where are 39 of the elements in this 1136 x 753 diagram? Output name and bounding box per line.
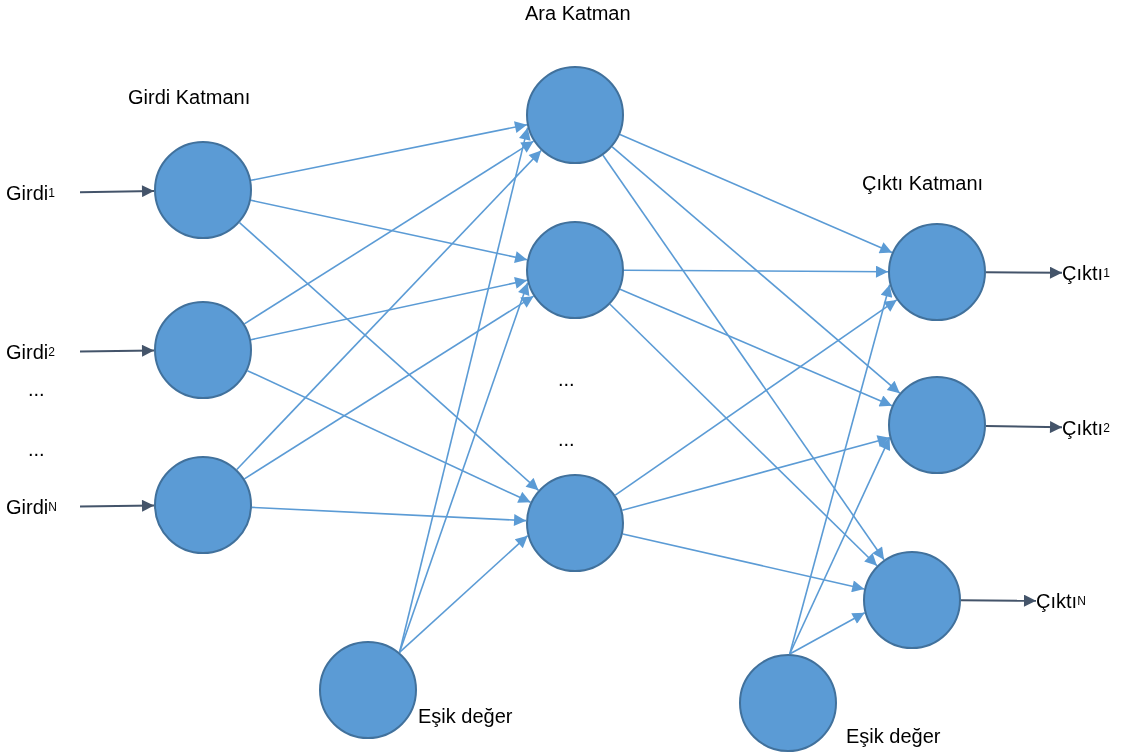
arrow [243, 140, 535, 325]
arrow [609, 303, 878, 567]
layer-label: Girdi Katmanı [128, 86, 251, 109]
arrow [621, 533, 866, 593]
arrow [788, 436, 891, 655]
arrow [602, 154, 885, 561]
arrow [788, 611, 866, 655]
arrow [238, 221, 540, 492]
arrow [250, 199, 528, 264]
caption-text: Eşik değer [418, 705, 513, 728]
arrow [243, 295, 535, 480]
layer-label: ... [28, 438, 45, 461]
arrow [788, 283, 893, 655]
caption-text: Eşik değer [846, 725, 941, 748]
arrow [985, 421, 1063, 434]
arrow [960, 594, 1037, 607]
arrow [79, 344, 155, 357]
layer-label: Çıktı Katmanı [862, 172, 984, 195]
arrow [250, 121, 528, 182]
arrow [398, 281, 530, 654]
arrow [398, 534, 529, 654]
arrow [79, 499, 155, 512]
arrow [251, 506, 527, 527]
arrow [614, 299, 898, 496]
arrow [985, 266, 1063, 279]
arrow [79, 185, 155, 198]
layer-label: ... [558, 368, 575, 391]
arrow [619, 133, 893, 254]
arrow [236, 149, 542, 471]
arrow [250, 276, 528, 341]
layer-label: ... [558, 428, 575, 451]
arrow [621, 435, 891, 511]
layer-label: ... [28, 378, 45, 401]
arrow [623, 265, 889, 278]
arrow [619, 288, 893, 407]
arrow [611, 146, 901, 394]
layer-label: Ara Katman [525, 2, 631, 25]
neuron-circle [526, 66, 624, 164]
arrow [246, 369, 532, 504]
